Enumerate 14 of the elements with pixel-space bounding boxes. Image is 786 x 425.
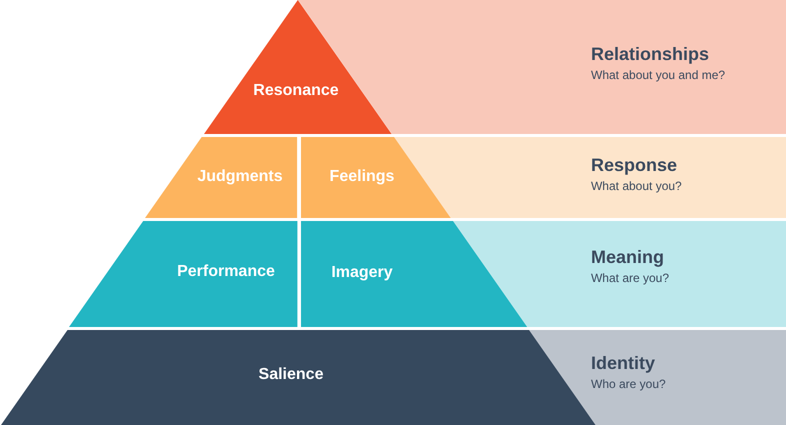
level-heading: Relationships xyxy=(591,44,710,65)
tier-label: Resonance xyxy=(253,82,339,100)
tier-label: Performance xyxy=(177,263,275,281)
level-heading: Identity xyxy=(591,353,656,374)
tier-label: Salience xyxy=(258,366,324,384)
tier-label: Judgments xyxy=(197,168,283,186)
tier-label: Imagery xyxy=(331,264,393,282)
level-heading: Meaning xyxy=(590,247,664,268)
level-question: Who are you? xyxy=(591,377,666,391)
level-question: What are you? xyxy=(590,271,670,285)
level-heading: Response xyxy=(590,155,678,176)
level-question: What about you and me? xyxy=(591,68,726,82)
tier-label: Feelings xyxy=(330,168,394,186)
level-question: What about you? xyxy=(590,179,682,193)
